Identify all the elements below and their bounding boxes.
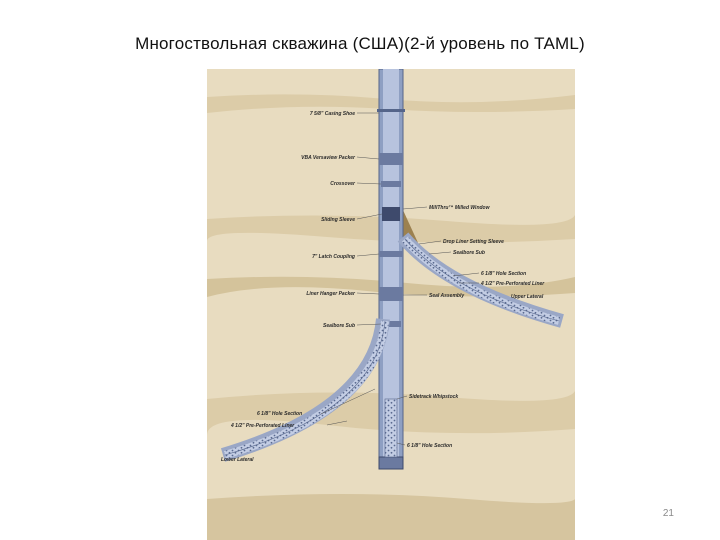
label-drop-liner-sleeve: Drop Liner Setting Sleeve [443, 239, 504, 245]
casing-bore [383, 69, 399, 469]
label-sliding-sleeve: Sliding Sleeve [321, 217, 355, 223]
label-whipstock: Sidetrack Whipstock [409, 394, 458, 400]
label-casing-shoe: 7 5/8" Casing Shoe [310, 111, 355, 117]
label-sealbore-sub-upper: Sealbore Sub [453, 250, 485, 256]
label-lower-lateral: Lower Lateral [221, 457, 254, 463]
label-seal-assembly: Seal Assembly [429, 293, 464, 299]
formation-band [207, 494, 575, 540]
label-upper-lateral: Upper Lateral [511, 294, 544, 300]
label-milled-window: MillThru™ Milled Window [429, 205, 491, 211]
vba-packer [379, 153, 403, 165]
multilateral-well-diagram: 7 5/8" Casing Shoe VBA Versaview Packer … [207, 69, 575, 540]
label-vba-packer: VBA Versaview Packer [301, 155, 356, 161]
label-latch-coupling: 7" Latch Coupling [312, 254, 355, 260]
bottom-hole-liner [384, 398, 398, 458]
sliding-sleeve [382, 207, 400, 221]
label-crossover: Crossover [330, 181, 356, 187]
casing-shoe [377, 109, 405, 112]
label-liner-lower: 4 1/2" Pre-Perforated Liner [230, 423, 295, 429]
crossover [381, 181, 401, 187]
label-hole-section-lower: 6 1/8" Hole Section [257, 411, 302, 417]
label-sealbore-sub-main: Sealbore Sub [323, 323, 355, 329]
upper-lateral-liner-edge [404, 238, 560, 322]
main-bore-bottom [378, 456, 404, 470]
liner-hanger-packer [379, 287, 403, 301]
label-liner-upper: 4 1/2" Pre-Perforated Liner [480, 281, 545, 287]
label-liner-hanger-packer: Liner Hanger Packer [306, 291, 356, 297]
page-number: 21 [662, 508, 674, 519]
lower-lateral-liner-edge [224, 320, 386, 456]
label-hole-section-upper: 6 1/8" Hole Section [481, 271, 526, 277]
latch-coupling [379, 251, 403, 257]
label-hole-section-bottom: 6 1/8" Hole Section [407, 443, 452, 449]
sealbore-sub [381, 321, 401, 327]
slide-title: Многоствольная скважина (США)(2-й уровен… [135, 34, 585, 53]
